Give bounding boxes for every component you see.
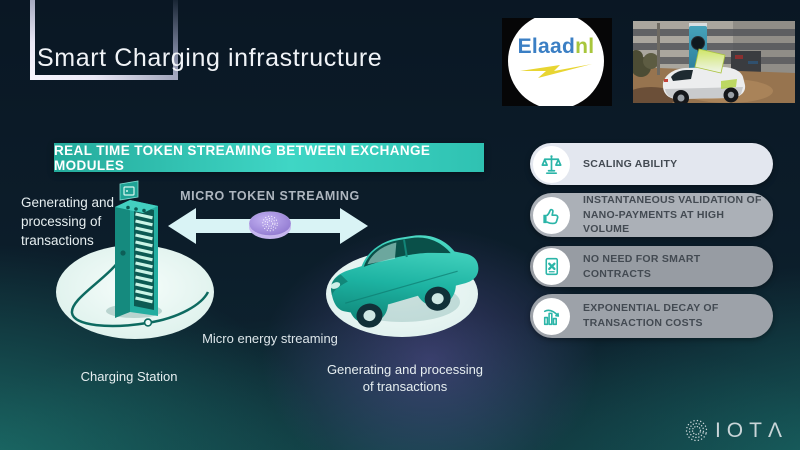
elaad-logo-circle: Elaadnl xyxy=(508,18,604,106)
micro-energy-label: Micro energy streaming xyxy=(202,331,338,346)
charging-station-illustration xyxy=(56,180,214,339)
scales-icon xyxy=(541,154,562,174)
iota-mark-on-coin xyxy=(262,215,278,232)
station-side-caption: Generating and processing of transaction… xyxy=(21,195,115,248)
benefit-no-smart-contracts: NO NEED FOR SMART CONTRACTS xyxy=(530,246,773,287)
ev-charging-photo xyxy=(633,21,795,103)
iota-mark-icon xyxy=(685,419,708,442)
iota-wordmark: IOTΛ xyxy=(714,418,788,442)
banner-label: REAL TIME TOKEN STREAMING BETWEEN EXCHAN… xyxy=(54,142,431,173)
document-x-icon xyxy=(545,257,559,276)
micro-token-label: MICRO TOKEN STREAMING xyxy=(180,189,360,203)
benefit-instant-validation: INSTANTANEOUS VALIDATION OF NANO-PAYMENT… xyxy=(530,193,773,237)
station-label: Charging Station xyxy=(80,369,178,384)
lightning-bolt-icon xyxy=(520,64,592,78)
benefits-list: SCALING ABILITY INSTANTANEOUS VALIDATION… xyxy=(530,143,773,338)
elaad-logo-text: Elaadnl xyxy=(517,35,595,58)
ev-car-illustration xyxy=(326,235,479,337)
banner: REAL TIME TOKEN STREAMING BETWEEN EXCHAN… xyxy=(54,142,484,173)
elaad-logo: Elaadnl xyxy=(502,18,612,106)
benefit-label: SCALING ABILITY xyxy=(583,157,678,170)
benefit-label: NO NEED FOR SMART CONTRACTS xyxy=(583,252,701,280)
benefit-label: INSTANTANEOUS VALIDATION OF NANO-PAYMENT… xyxy=(583,193,762,236)
page-title: Smart Charging infrastructure xyxy=(37,44,383,72)
iota-logo: IOTΛ xyxy=(683,417,788,444)
decay-chart-icon xyxy=(543,309,560,325)
benefit-scaling-ability: SCALING ABILITY xyxy=(530,143,773,185)
thumbs-up-icon xyxy=(543,208,559,224)
benefit-label: EXPONENTIAL DECAY OF TRANSACTION COSTS xyxy=(583,302,719,329)
benefit-exponential-decay: EXPONENTIAL DECAY OF TRANSACTION COSTS xyxy=(530,294,773,338)
iota-token-coin xyxy=(248,211,292,239)
title-frame xyxy=(30,0,178,80)
car-caption: Generating and processing of transaction… xyxy=(326,362,484,394)
